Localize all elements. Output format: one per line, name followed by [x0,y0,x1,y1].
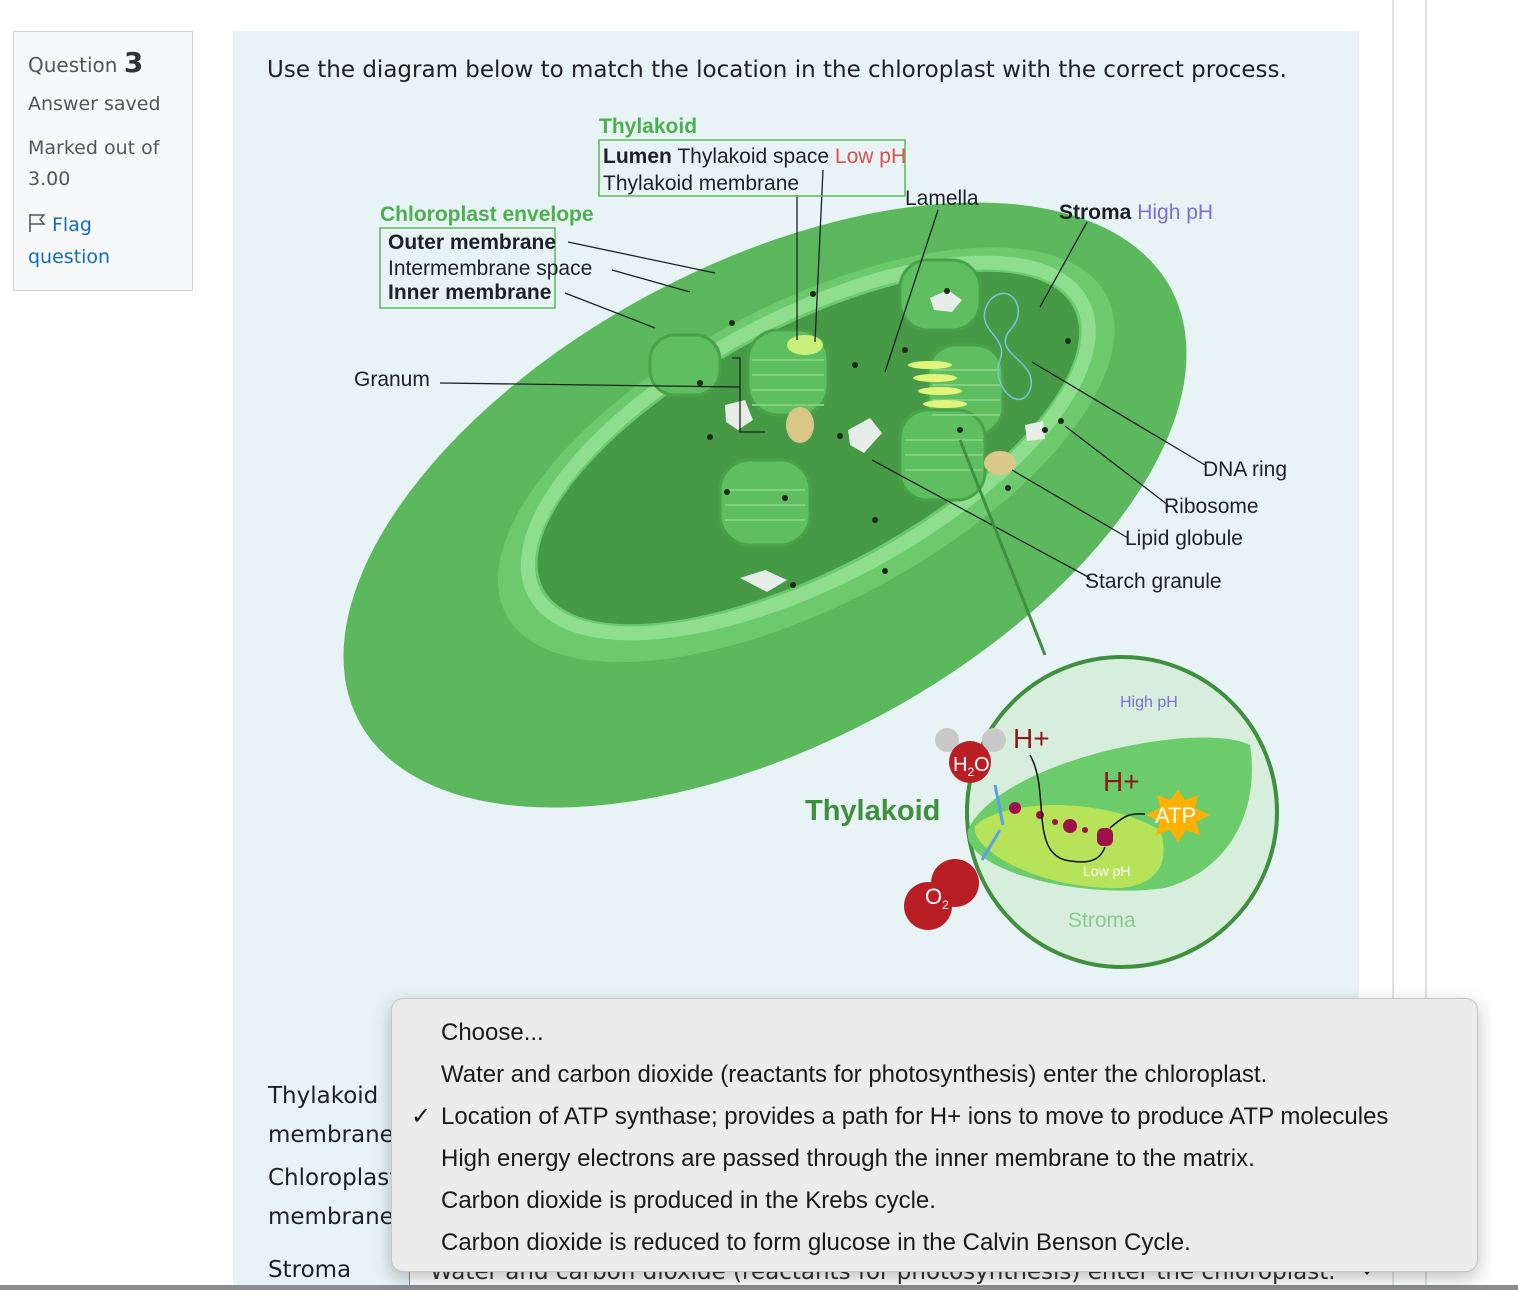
label-outer-membrane: Outer membrane [388,231,556,254]
flag-question-link[interactable]: Flag question [28,209,178,273]
label-intermembrane-space: Intermembrane space [388,257,592,280]
grade-value: 3.00 [28,168,71,190]
label-thylakoid-membrane: Thylakoid membrane [603,172,799,195]
question-grade: Marked out of 3.00 [28,133,178,195]
flag-label-1[interactable]: Flag [52,214,92,236]
label-lumen: Lumen [603,145,672,168]
flag-icon [28,214,52,236]
thylakoid-inset: High pH H+ H+ H2O Thylakoid ATP Low pH O… [805,655,1279,969]
label-stroma: Stroma [1059,201,1132,224]
question-number-value: 3 [123,46,144,79]
inset-h-plus-1: H+ [1013,723,1050,754]
label-thylakoid: Thylakoid [599,115,697,138]
dropdown-option-choose[interactable]: Choose... [441,1019,544,1046]
label-inner-membrane: Inner membrane [388,281,551,304]
dropdown-option-electrons[interactable]: High energy electrons are passed through… [441,1145,1255,1172]
question-state: Answer saved [28,93,161,115]
label-starch-granule: Starch granule [1085,570,1222,593]
bottom-divider [0,1285,1518,1290]
lipid-globules [786,407,1016,475]
inset-thylakoid-label: Thylakoid [805,795,940,827]
checkmark-icon: ✓ [411,1103,432,1130]
label-dna-ring: DNA ring [1203,458,1287,481]
inset-low-ph: Low pH [1083,863,1130,879]
starch-granules [725,290,1045,592]
atp-label: ATP [1155,803,1196,828]
label-low-ph: Low pH [835,145,906,168]
ribosomes [697,288,1071,588]
question-info-panel: Question 3 Answer saved Marked out of 3.… [13,31,193,291]
dropdown-option-calvin[interactable]: Carbon dioxide is reduced to form glucos… [441,1229,1191,1256]
inset-stroma-label: Stroma [1068,909,1136,932]
label-ribosome: Ribosome [1164,495,1259,518]
dropdown-option-krebs[interactable]: Carbon dioxide is produced in the Krebs … [441,1187,936,1214]
answer-dropdown-menu[interactable]: Choose... Water and carbon dioxide (reac… [391,998,1478,1272]
question-content: Use the diagram below to match the locat… [233,31,1359,1290]
question-prompt: Use the diagram below to match the locat… [267,57,1287,83]
dna-ring [983,292,1033,401]
question-label: Question [28,53,118,77]
row-label-chloroplast-membrane: Chloroplast membrane [268,1165,399,1230]
question-number: Question 3 [28,46,178,79]
svg-text:O2: O2 [925,884,949,912]
svg-text:Lumen Thylakoid space Low pH: Lumen Thylakoid space Low pH [603,145,906,168]
svg-text:H2O: H2O [953,754,990,779]
row-label-stroma: Stroma [268,1257,352,1283]
label-lipid-globule: Lipid globule [1125,527,1243,550]
grade-label: Marked out of [28,137,160,159]
label-thylakoid-space: Thylakoid space [677,145,829,168]
label-granum: Granum [354,368,430,391]
inset-h-plus-2: H+ [1103,766,1140,797]
lumen-shape [787,335,823,355]
flag-label-2[interactable]: question [28,246,111,268]
row-label-thylakoid-membranes: Thylakoid membranes [268,1083,406,1148]
inset-high-ph: High pH [1120,694,1178,711]
chloroplast-diagram: Thylakoid Lumen Thylakoid space Low pH T… [343,115,1287,969]
dropdown-option-atp-synthase[interactable]: ✓Location of ATP synthase; provides a pa… [392,1096,1477,1138]
svg-text:Stroma High pH: Stroma High pH [1059,201,1213,224]
inner-membrane-ring [520,255,1096,641]
dropdown-option-water-co2[interactable]: Water and carbon dioxide (reactants for … [441,1061,1268,1088]
label-chloroplast-envelope: Chloroplast envelope [380,203,594,226]
label-high-ph: High pH [1137,201,1213,224]
label-lamella: Lamella [905,187,979,210]
